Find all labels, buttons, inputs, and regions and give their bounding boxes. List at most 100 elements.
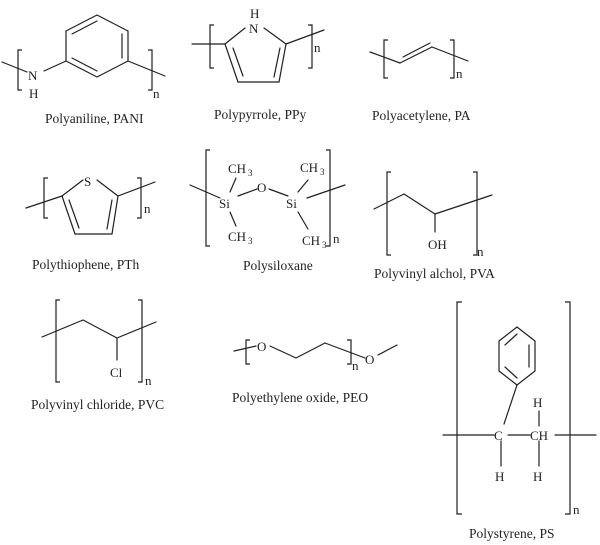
sulfur-label: S — [84, 174, 91, 189]
bond — [273, 47, 281, 78]
bond — [82, 319, 118, 339]
bond — [96, 179, 119, 197]
polythiophene-caption: Polythiophene, PTh — [32, 257, 139, 272]
polyacetylene-structure: n Polyacetylene, PA — [369, 39, 471, 123]
methyl-label: CH — [302, 233, 320, 248]
nitrogen-label: N — [249, 21, 259, 36]
silicon-label: Si — [219, 196, 230, 211]
bond — [127, 60, 166, 77]
methyl-subscript: 3 — [320, 167, 325, 177]
bond — [71, 57, 98, 72]
repeat-n-label: n — [456, 66, 463, 81]
bond — [229, 211, 237, 227]
bond — [224, 27, 246, 45]
benzene-ring — [65, 14, 129, 78]
bond — [403, 193, 436, 215]
polyaniline-structure: N H n Polyaniline, PANI — [1, 14, 166, 126]
bond — [402, 42, 431, 58]
repeat-n-label: n — [352, 358, 359, 373]
bond — [268, 188, 289, 197]
ch-group-label: CH — [530, 428, 548, 443]
oxygen-label: O — [365, 352, 374, 367]
repeat-n-label: n — [314, 40, 321, 55]
bracket-left — [205, 149, 210, 247]
bracket-left — [386, 171, 391, 256]
oxygen-label: O — [257, 339, 266, 354]
bracket-right — [326, 149, 331, 247]
bond — [399, 46, 433, 64]
bracket-left — [55, 299, 60, 383]
bond — [232, 47, 244, 77]
bond — [306, 184, 346, 199]
bond — [43, 60, 67, 72]
bracket-right — [450, 39, 455, 79]
bond — [377, 344, 398, 356]
bracket-left — [245, 339, 250, 365]
nitrogen-label: N — [28, 68, 38, 83]
bracket-left — [383, 39, 388, 79]
bond — [269, 345, 297, 359]
polyacetylene-caption: Polyacetylene, PA — [372, 108, 471, 123]
polysiloxane-structure: CH 3 Si O Si CH 3 CH 3 CH 3 n Polysiloxa… — [189, 149, 346, 273]
bracket-left — [209, 24, 214, 69]
bracket-right — [565, 301, 571, 515]
polyvinyl-alcohol-structure: OH n Polyvinyl alchol, PVA — [373, 171, 495, 281]
bond — [224, 43, 239, 83]
polythiophene-structure: S n Polythiophene, PTh — [25, 174, 156, 272]
repeat-n-label: n — [153, 86, 160, 101]
polystyrene-caption: Polystyrene, PS — [469, 526, 555, 541]
bond — [278, 43, 287, 83]
hydroxyl-label: OH — [428, 237, 447, 252]
hydrogen-label: H — [533, 469, 542, 484]
polyvinyl-chloride-caption: Polyvinyl chloride, PVC — [31, 397, 164, 412]
bond — [61, 195, 76, 235]
hydrogen-label: H — [533, 395, 542, 410]
bond — [229, 177, 237, 193]
bond — [285, 29, 325, 45]
polystyrene-structure: C CH H H H n Polystyrene, PS — [442, 301, 597, 541]
polysiloxane-caption: Polysiloxane — [243, 258, 313, 273]
polyaniline-caption: Polyaniline, PANI — [45, 111, 144, 126]
bond — [25, 195, 63, 209]
polypyrrole-structure: H N n Polypyrrole, PPy — [191, 6, 325, 122]
bond — [68, 199, 80, 229]
bond — [117, 181, 156, 197]
polyvinyl-alcohol-caption: Polyvinyl alchol, PVA — [374, 266, 495, 281]
bracket-right — [308, 24, 313, 69]
bond — [324, 342, 366, 359]
repeat-n-label: n — [477, 244, 484, 259]
polyethylene-oxide-structure: O O n Polyethylene oxide, PEO — [232, 339, 398, 405]
bracket-left — [17, 49, 22, 91]
repeat-n-label: n — [333, 231, 340, 246]
silicon-label: Si — [286, 196, 297, 211]
carbon-label: C — [494, 428, 503, 443]
repeat-n-label: n — [573, 502, 580, 517]
methyl-label: CH — [228, 161, 246, 176]
bracket-right — [347, 339, 352, 365]
bond — [237, 188, 258, 197]
bracket-left — [43, 177, 48, 219]
bond — [71, 20, 98, 35]
bond — [297, 179, 309, 193]
bracket-right — [148, 49, 153, 91]
methyl-subscript: 3 — [248, 168, 253, 178]
bond — [434, 194, 493, 215]
bond — [111, 195, 119, 235]
bond — [504, 333, 518, 346]
bond — [61, 179, 84, 197]
repeat-n-label: n — [144, 201, 151, 216]
bond — [297, 211, 309, 230]
bond — [504, 366, 518, 379]
methyl-label: CH — [228, 229, 246, 244]
hydrogen-label: H — [250, 6, 259, 21]
bond — [431, 46, 469, 62]
hydrogen-label: H — [29, 86, 38, 101]
bond — [1, 61, 28, 73]
bond — [233, 345, 257, 352]
bond — [116, 321, 157, 339]
bracket-left — [456, 301, 462, 515]
methyl-subscript: 3 — [248, 236, 253, 246]
bond — [189, 184, 221, 199]
